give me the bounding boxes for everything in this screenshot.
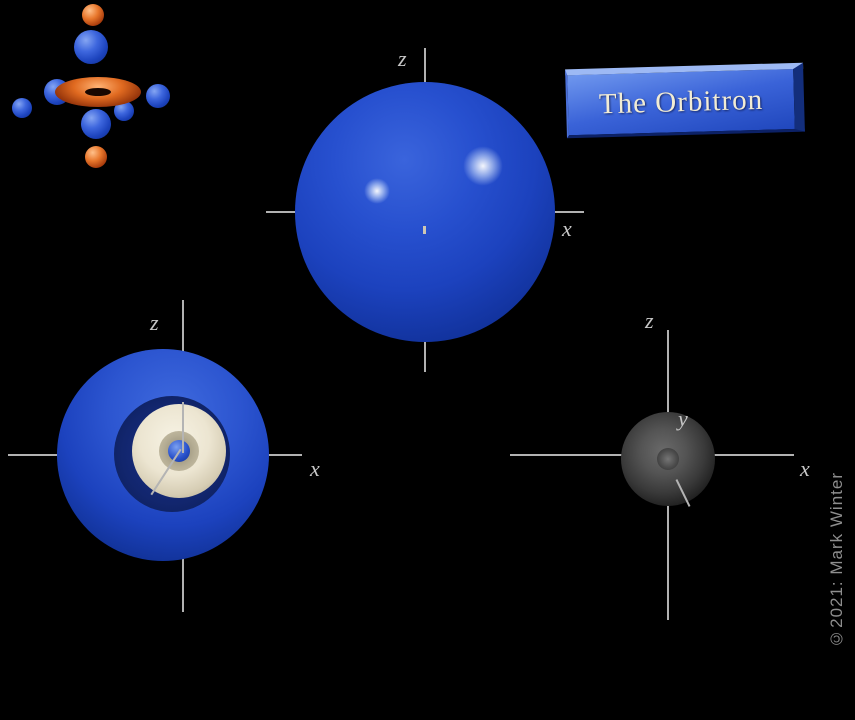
thumbnail-lobe-sphere: [81, 109, 111, 139]
specular-highlight: [463, 146, 503, 186]
logo-plate-face: The Orbitron: [565, 62, 805, 139]
orbital-sphere-surface: [295, 82, 555, 342]
z-axis-segment: [182, 402, 184, 453]
origin-tick: [423, 226, 426, 234]
axis-label-z: z: [645, 308, 654, 333]
thumbnail-orange-lobe: [82, 4, 104, 26]
axis-label-z: z: [150, 310, 159, 335]
thumbnail-lobe-sphere: [114, 101, 134, 121]
copyright-text: ©2021: Mark Winter: [827, 472, 846, 648]
specular-highlight: [364, 178, 390, 204]
axis-label-z: z: [398, 46, 407, 71]
axis-label-x: x: [310, 456, 320, 481]
cloud-core: [657, 448, 679, 470]
axis-label-x: x: [800, 456, 810, 481]
axis-label-y: y: [678, 406, 688, 431]
orbitron-logo[interactable]: The Orbitron: [565, 62, 805, 139]
thumbnail-lobe-sphere: [12, 98, 32, 118]
axis-label-x: x: [562, 216, 572, 241]
thumbnail-lobe-sphere: [146, 84, 170, 108]
logo-text: The Orbitron: [598, 83, 764, 120]
thumbnail-orange-lobe: [85, 146, 107, 168]
thumbnail-lobe-sphere: [74, 30, 108, 64]
thumbnail-torus-hole: [85, 88, 111, 96]
